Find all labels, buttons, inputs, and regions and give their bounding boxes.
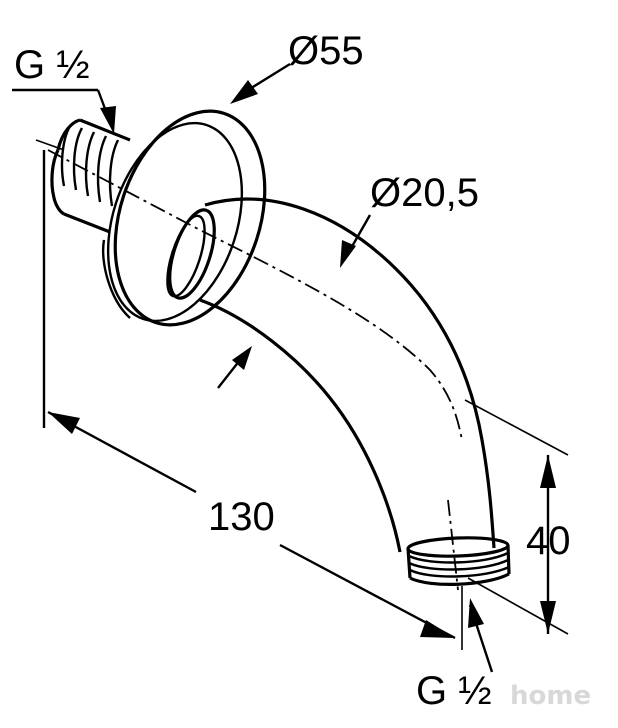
inlet-thread-label: G ½	[14, 43, 90, 87]
shower-arm-tube	[166, 197, 496, 553]
extension-lines	[35, 139, 569, 650]
tube-diameter-label: Ø20,5	[370, 171, 479, 215]
dimension-length	[47, 410, 456, 640]
length-dimension-label: 130	[208, 495, 275, 539]
dimension-drop	[540, 455, 556, 634]
inlet-thread	[50, 118, 131, 234]
outlet-thread	[406, 536, 511, 586]
center-line	[47, 149, 463, 591]
leader-outlet-thread	[468, 598, 494, 673]
leader-tube-diameter	[217, 214, 372, 389]
watermark: home	[510, 681, 591, 711]
outlet-thread-label: G ½	[416, 669, 492, 713]
drop-dimension-label: 40	[526, 519, 571, 563]
wall-flange	[102, 109, 267, 327]
leader-inlet-thread	[12, 88, 116, 134]
leader-flange-diameter	[230, 62, 291, 104]
flange-diameter-label: Ø55	[288, 29, 364, 73]
